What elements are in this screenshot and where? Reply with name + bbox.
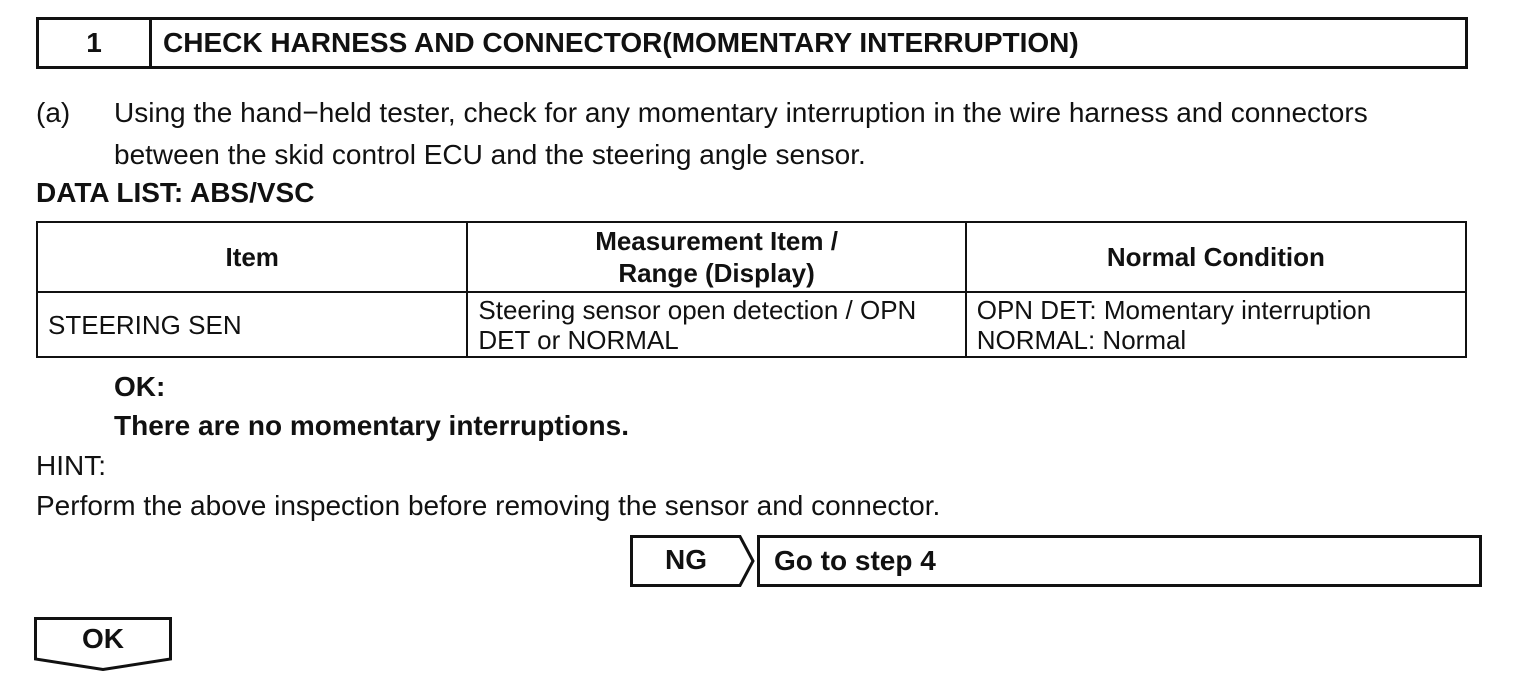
header-measurement: Measurement Item / Range (Display) <box>466 221 967 293</box>
header-item: Item <box>35 221 469 293</box>
step-header: 1 CHECK HARNESS AND CONNECTOR(MOMENTARY … <box>36 17 1468 69</box>
ok-result-label: OK: <box>114 371 166 402</box>
instruction-marker: (a) <box>36 97 71 128</box>
instruction-line-1: Using the hand−held tester, check for an… <box>114 97 1368 128</box>
ok-arrow-box <box>34 617 172 671</box>
data-list-title: DATA LIST: ABS/VSC <box>36 177 315 208</box>
cell-item: STEERING SEN <box>35 291 469 358</box>
table-header-row: Item Measurement Item / Range (Display) … <box>35 221 1468 293</box>
ng-label: NG <box>665 544 707 575</box>
data-list-table: Item Measurement Item / Range (Display) … <box>35 221 1468 358</box>
step-number: 1 <box>39 20 152 66</box>
ng-arrow-box <box>630 535 755 587</box>
hint-label: HINT: <box>36 450 106 481</box>
cell-measurement: Steering sensor open detection / OPN DET… <box>466 291 967 358</box>
cell-normal-condition: OPN DET: Momentary interruption NORMAL: … <box>964 291 1468 358</box>
step-title: CHECK HARNESS AND CONNECTOR(MOMENTARY IN… <box>163 27 1079 58</box>
hint-text: Perform the above inspection before remo… <box>36 490 941 521</box>
ng-target-link[interactable]: Go to step 4 <box>757 535 1482 587</box>
ok-branch-label[interactable]: OK <box>82 623 124 654</box>
header-normal-condition: Normal Condition <box>964 221 1468 293</box>
instruction-line-2: between the skid control ECU and the ste… <box>114 139 866 170</box>
ok-result-text: There are no momentary interruptions. <box>114 410 629 441</box>
table-row: STEERING SEN Steering sensor open detect… <box>35 291 1468 358</box>
